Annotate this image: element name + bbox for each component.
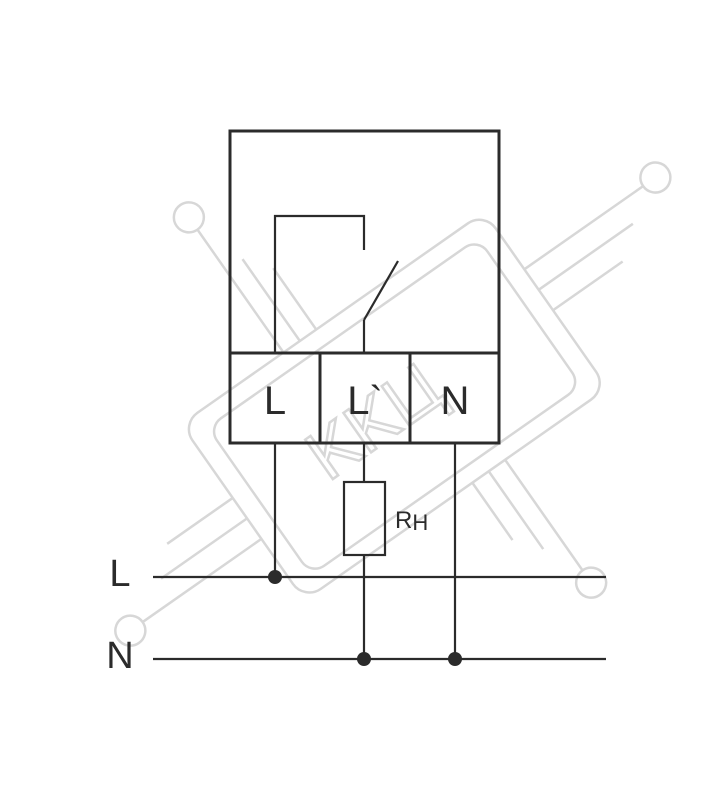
terminal-label-l-prime: L` (347, 379, 383, 423)
load-label-sub: H (412, 510, 428, 535)
junction-dot-l (268, 570, 282, 584)
load-resistor (342, 480, 387, 557)
watermark-stroke-top-3 (272, 267, 318, 331)
watermark-stroke-bottom-3 (471, 482, 514, 541)
watermark-stroke-left-2 (160, 517, 248, 580)
terminal-label-n: N (441, 379, 470, 423)
relay-contact (363, 260, 399, 321)
junction-dot-load-n (357, 652, 371, 666)
watermark-stroke-right-1 (523, 185, 644, 271)
load-label-main: R (395, 507, 412, 534)
watermark-node-left (114, 614, 147, 647)
watermark-stroke-top-2 (241, 258, 301, 342)
bus-label-l: L (109, 553, 130, 595)
watermark-node-right (639, 161, 672, 194)
watermark-stroke-right-2 (537, 222, 634, 291)
internal-wire-l (273, 214, 366, 353)
load-label: RH (395, 507, 428, 535)
watermark-node-bottom (574, 566, 608, 599)
terminal-label-l: L (264, 379, 286, 423)
watermark-stroke-left-1 (141, 537, 263, 624)
watermark-frame-inner (212, 243, 577, 570)
watermark-stroke-bottom-2 (487, 470, 545, 550)
junction-dot-terminal-n (448, 652, 462, 666)
watermark-stroke-left-3 (166, 496, 234, 545)
watermark-stroke-bottom-1 (504, 459, 584, 572)
watermark-stroke-top-1 (196, 228, 285, 354)
watermark-stroke-right-3 (552, 260, 624, 312)
watermark-node-top (172, 201, 206, 234)
bus-label-n: N (106, 635, 133, 677)
